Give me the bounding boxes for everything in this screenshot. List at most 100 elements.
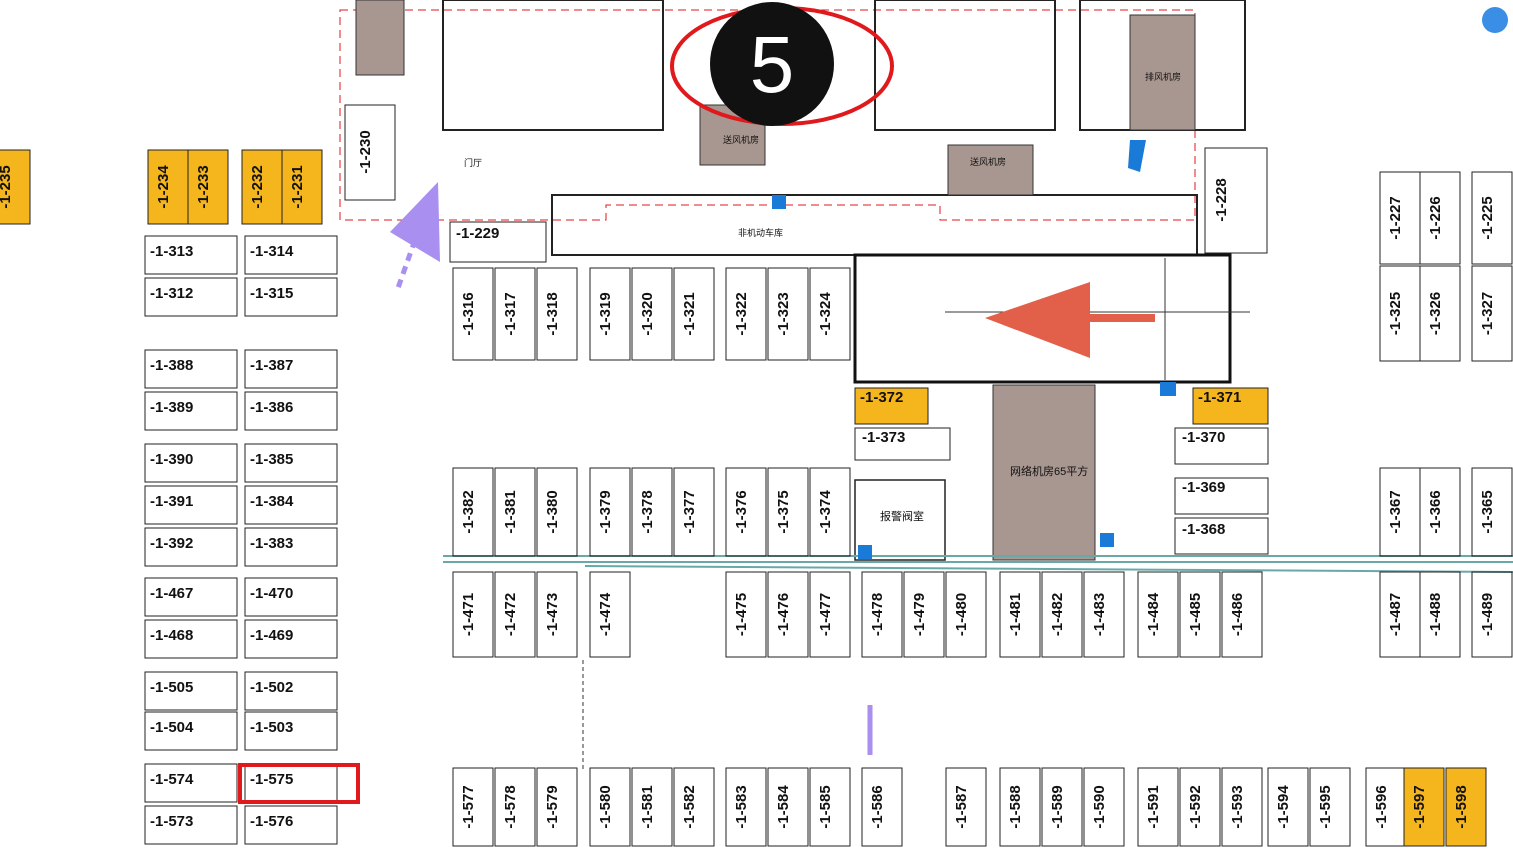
space-574 [144, 763, 238, 803]
space-591 [1137, 767, 1179, 847]
space-585-label: -1-585 [817, 785, 834, 828]
space-470-label: -1-470 [250, 585, 293, 602]
space-365-label: -1-365 [1479, 490, 1496, 533]
space-598 [1445, 767, 1487, 847]
space-481 [999, 571, 1041, 658]
space-582-label: -1-582 [681, 785, 698, 828]
space-590 [1083, 767, 1125, 847]
space-386-label: -1-386 [250, 399, 293, 416]
space-380 [536, 467, 578, 557]
space-231 [281, 149, 323, 225]
space-321 [673, 267, 715, 361]
space-587-label: -1-587 [953, 785, 970, 828]
space-322-label: -1-322 [733, 292, 750, 335]
space-583 [725, 767, 767, 847]
space-312 [144, 277, 238, 317]
space-372-label: -1-372 [860, 389, 903, 406]
space-468-label: -1-468 [150, 627, 193, 644]
space-483-label: -1-483 [1091, 593, 1108, 636]
space-377 [673, 467, 715, 557]
space-484 [1137, 571, 1179, 658]
space-317 [494, 267, 536, 361]
direction-arrow [985, 282, 1155, 358]
space-392-label: -1-392 [150, 535, 193, 552]
space-593-label: -1-593 [1229, 785, 1246, 828]
space-489 [1471, 571, 1513, 658]
fan-room-label: 排风机房 [1145, 71, 1181, 82]
space-479-label: -1-479 [911, 593, 928, 636]
space-595 [1309, 767, 1351, 847]
door-hall-label: 门厅 [464, 157, 482, 168]
space-474-label: -1-474 [597, 592, 614, 636]
space-389-label: -1-389 [150, 399, 193, 416]
space-232-label: -1-232 [249, 165, 266, 208]
space-314-label: -1-314 [250, 243, 294, 260]
space-580-label: -1-580 [597, 785, 614, 828]
space-318-label: -1-318 [544, 292, 561, 335]
corner-badge-icon[interactable] [1482, 7, 1508, 33]
space-327-label: -1-327 [1479, 292, 1496, 335]
equipment-rooms [355, 0, 1196, 561]
space-505 [144, 671, 238, 711]
space-326 [1419, 265, 1461, 362]
space-475 [725, 571, 767, 658]
space-488 [1419, 571, 1461, 658]
space-505-label: -1-505 [150, 679, 193, 696]
space-365 [1471, 467, 1513, 557]
space-475-label: -1-475 [733, 593, 750, 636]
space-478 [861, 571, 903, 658]
space-391-label: -1-391 [150, 493, 193, 510]
space-324-label: -1-324 [817, 292, 834, 336]
space-234-label: -1-234 [155, 165, 172, 209]
alarm-room [854, 479, 946, 561]
space-597-label: -1-597 [1411, 785, 1428, 828]
space-379 [589, 467, 631, 557]
space-389 [144, 391, 238, 431]
space-370-label: -1-370 [1182, 429, 1225, 446]
space-388 [144, 349, 238, 389]
space-583-label: -1-583 [733, 785, 750, 828]
space-368-label: -1-368 [1182, 521, 1225, 538]
space-573 [144, 805, 238, 845]
space-377-label: -1-377 [681, 490, 698, 533]
space-231-label: -1-231 [289, 165, 306, 208]
space-589-label: -1-589 [1049, 785, 1066, 828]
space-578-label: -1-578 [502, 785, 519, 828]
blue-markers [772, 140, 1176, 559]
space-467-label: -1-467 [150, 585, 193, 602]
space-473 [536, 571, 578, 658]
non-motor-label: 非机动车库 [738, 227, 783, 238]
space-318 [536, 267, 578, 361]
space-373 [854, 427, 951, 461]
space-225 [1471, 171, 1513, 265]
space-471 [452, 571, 494, 658]
space-232 [241, 149, 283, 225]
space-573-label: -1-573 [150, 813, 193, 830]
space-588 [999, 767, 1041, 847]
space-580 [589, 767, 631, 847]
space-384-label: -1-384 [250, 493, 294, 510]
space-376-label: -1-376 [733, 490, 750, 533]
space-234 [147, 149, 189, 225]
space-592 [1179, 767, 1221, 847]
space-387-label: -1-387 [250, 357, 293, 374]
space-472-label: -1-472 [502, 593, 519, 636]
space-370 [1174, 427, 1269, 465]
space-503-label: -1-503 [250, 719, 293, 736]
space-385 [244, 443, 338, 483]
space-325-label: -1-325 [1387, 292, 1404, 335]
space-326-label: -1-326 [1427, 292, 1444, 335]
space-488-label: -1-488 [1427, 593, 1444, 636]
space-502 [244, 671, 338, 711]
space-375 [767, 467, 809, 557]
space-369 [1174, 477, 1269, 515]
space-584 [767, 767, 809, 847]
space-378-label: -1-378 [639, 490, 656, 533]
space-473-label: -1-473 [544, 593, 561, 636]
space-228 [1204, 147, 1268, 254]
space-382-label: -1-382 [460, 490, 477, 533]
space-577 [452, 767, 494, 847]
space-375-label: -1-375 [775, 490, 792, 533]
zone-number: 5 [750, 20, 795, 109]
